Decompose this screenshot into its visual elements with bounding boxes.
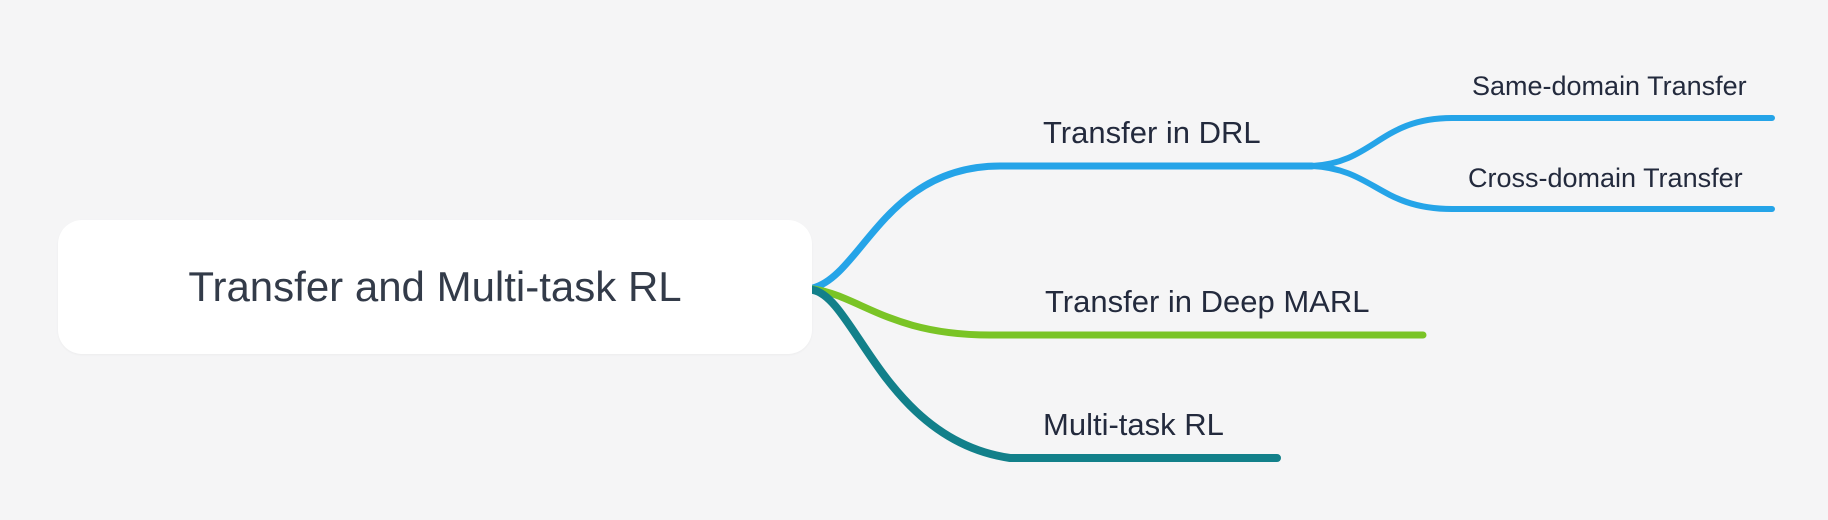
edge-drl-to-cross-domain <box>1309 163 1775 212</box>
node-transfer-in-deep-marl[interactable]: Transfer in Deep MARL <box>1045 284 1370 319</box>
node-multi-task-rl[interactable]: Multi-task RL <box>1043 407 1224 442</box>
node-transfer-in-drl[interactable]: Transfer in DRL <box>1043 115 1261 150</box>
node-same-domain-transfer[interactable]: Same-domain Transfer <box>1472 71 1747 101</box>
edge-drl-to-same-domain <box>1309 115 1775 169</box>
edge-root-to-multi-task <box>809 286 1281 462</box>
edge-root-to-transfer-in-drl <box>809 162 1316 292</box>
root-node-label: Transfer and Multi-task RL <box>188 263 682 310</box>
root-node[interactable]: Transfer and Multi-task RL <box>58 220 812 354</box>
edge-root-to-deep-marl <box>809 285 1427 339</box>
node-cross-domain-transfer[interactable]: Cross-domain Transfer <box>1468 163 1743 193</box>
